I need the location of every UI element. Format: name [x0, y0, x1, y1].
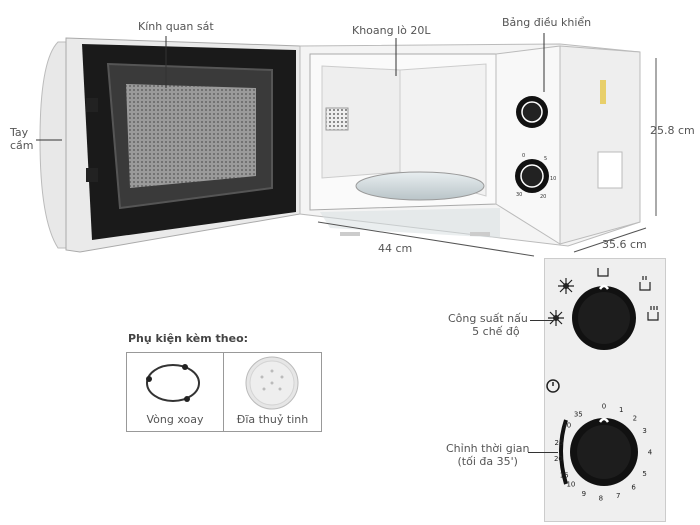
label-timer-line2: (tối đa 35'): [457, 455, 518, 468]
accessories-box: Vòng xoay Đĩa thuỷ tinh: [126, 352, 322, 432]
label-depth: 35.6 cm: [602, 238, 647, 251]
timer-tick-8: 8: [599, 494, 603, 502]
timer-tick-6: 6: [631, 484, 636, 492]
timer-tick-25: 25: [555, 439, 564, 447]
label-control-panel: Bảng điều khiển: [502, 16, 592, 29]
label-power: Công suất nấu 5 chế độ: [448, 312, 528, 338]
svg-text:5: 5: [544, 156, 547, 162]
timer-tick-35: 35: [574, 410, 583, 418]
label-power-line2: 5 chế độ: [472, 325, 520, 338]
timer-tick-9: 9: [582, 490, 586, 498]
accessory-caption-ring: Vòng xoay: [146, 413, 204, 426]
timer-tick-10: 10: [566, 481, 575, 489]
ring-roller-icon: [146, 364, 200, 402]
svg-text:30: 30: [516, 192, 522, 198]
label-height: 25.8 cm: [650, 124, 695, 137]
glass-plate-icon: [245, 356, 299, 410]
svg-text:10: 10: [550, 176, 556, 182]
label-power-line1: Công suất nấu: [448, 312, 528, 325]
timer-tick-20: 20: [554, 455, 563, 463]
svg-text:0: 0: [522, 153, 525, 159]
door-handle: [39, 41, 73, 249]
defrost-icon: [558, 278, 574, 294]
label-timer: Chỉnh thời gian (tối đa 35'): [446, 442, 529, 468]
timer-icon: [546, 379, 560, 393]
label-cavity: Khoang lò 20L: [352, 24, 431, 37]
svg-text:20: 20: [540, 194, 546, 200]
label-handle-line1: Tay: [10, 126, 29, 139]
timer-tick-30: 30: [562, 422, 571, 430]
timer-tick-4: 4: [648, 449, 653, 457]
timer-tick-1: 1: [619, 406, 623, 414]
timer-tick-0: 0: [602, 403, 606, 411]
timer-tick-15: 15: [560, 472, 569, 480]
accessory-plate-cell: Đĩa thuỷ tinh: [224, 353, 321, 431]
label-handle: Tay cầm: [10, 126, 34, 152]
leader-timer: [528, 452, 558, 453]
accessory-caption-plate: Đĩa thuỷ tinh: [236, 413, 309, 426]
side-panel: [559, 45, 641, 245]
timer-tick-5: 5: [642, 470, 646, 478]
timer-tick-3: 3: [642, 427, 646, 435]
label-handle-line2: cầm: [10, 139, 34, 152]
power-icon: [548, 310, 564, 326]
label-width: 44 cm: [378, 242, 413, 255]
leader-power: [530, 320, 554, 321]
cavity-glass-plate: [355, 171, 485, 201]
label-timer-line1: Chỉnh thời gian: [446, 442, 530, 455]
timer-tick-2: 2: [633, 414, 637, 422]
accessory-ring-cell: Vòng xoay: [127, 353, 224, 431]
accessories-title: Phụ kiện kèm theo:: [128, 332, 249, 345]
label-window: Kính quan sát: [138, 20, 214, 33]
timer-tick-7: 7: [616, 492, 620, 500]
